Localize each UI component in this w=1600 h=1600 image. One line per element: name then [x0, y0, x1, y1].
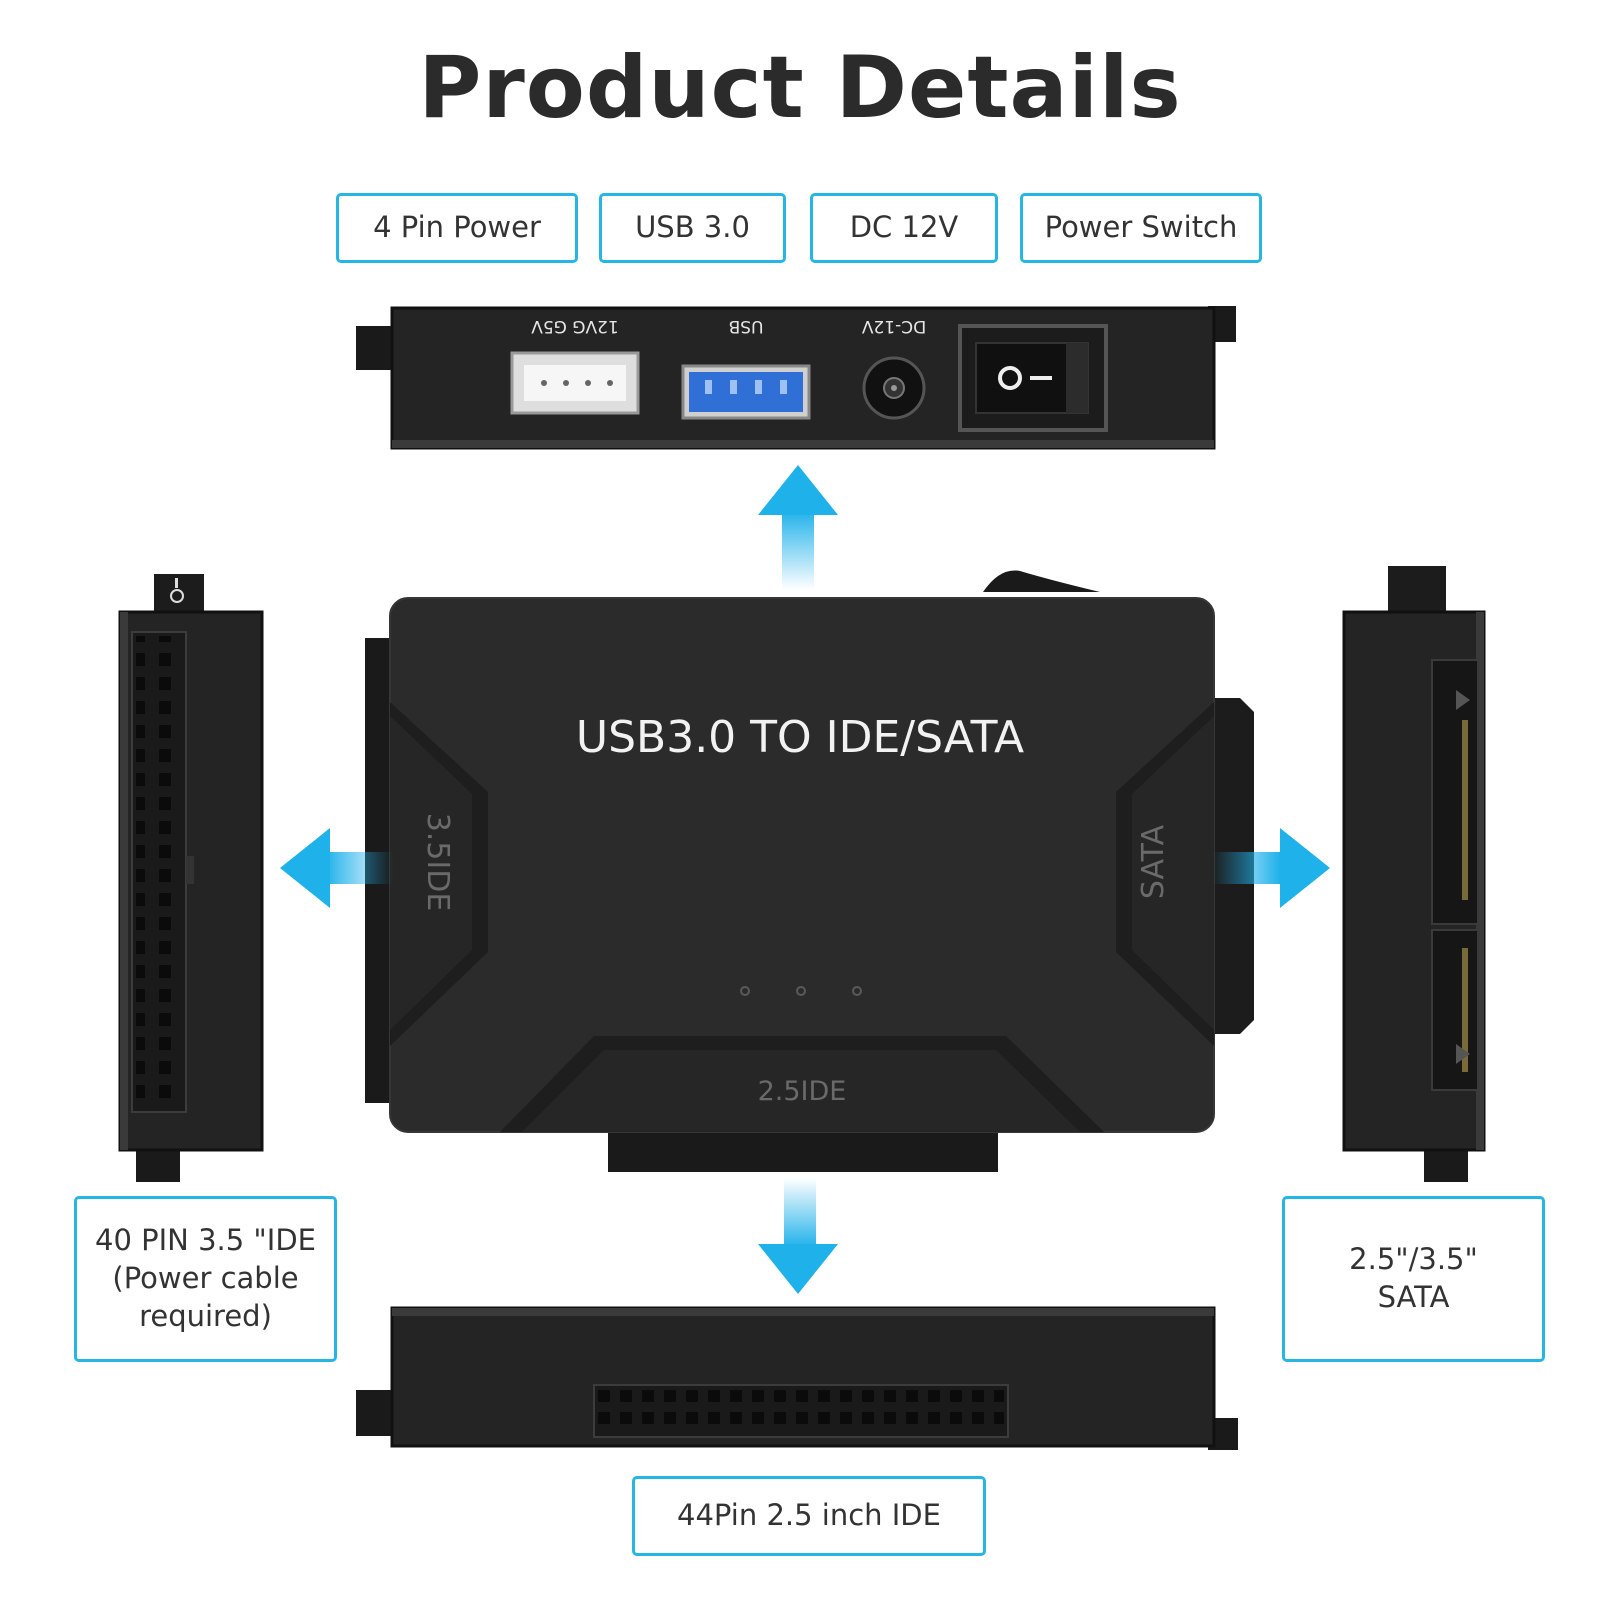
- right-port-label: SATA: [1136, 824, 1171, 899]
- left-side-view: [118, 574, 264, 1182]
- label-sata: 2.5"/3.5" SATA: [1282, 1196, 1545, 1362]
- usb-port-mark: USB: [729, 316, 764, 336]
- bottom-side-view: [356, 1306, 1238, 1450]
- label-dc-12v: DC 12V: [810, 193, 998, 263]
- arrow-up-icon: [758, 465, 838, 590]
- label-usb-3: USB 3.0: [599, 193, 786, 263]
- label-power-switch: Power Switch: [1020, 193, 1262, 263]
- label-ide-25: 44Pin 2.5 inch IDE: [632, 1476, 986, 1556]
- sata-data-connector-icon: [1431, 659, 1479, 925]
- label-4-pin-power: 4 Pin Power: [336, 193, 578, 263]
- arrow-left-icon: [280, 828, 393, 908]
- left-port-label: 3.5IDE: [420, 813, 455, 912]
- device-title: USB3.0 TO IDE/SATA: [576, 712, 1024, 763]
- right-side-view: [1342, 566, 1486, 1182]
- power-port-mark: 12VG G5V: [531, 316, 619, 336]
- top-side-view: 12VG G5V USB DC-12V: [356, 306, 1236, 450]
- main-device: USB3.0 TO IDE/SATA 3.5IDE SATA 2.5IDE: [365, 570, 1254, 1172]
- bottom-port-label: 2.5IDE: [758, 1076, 847, 1107]
- label-ide-35: 40 PIN 3.5 "IDE (Power cable required): [74, 1196, 337, 1362]
- dc-port-mark: DC-12V: [861, 316, 926, 336]
- arrow-down-icon: [758, 1178, 838, 1294]
- page-title: Product Details: [418, 38, 1182, 138]
- sata-power-connector-icon: [1431, 929, 1479, 1091]
- arrow-right-icon: [1212, 828, 1330, 908]
